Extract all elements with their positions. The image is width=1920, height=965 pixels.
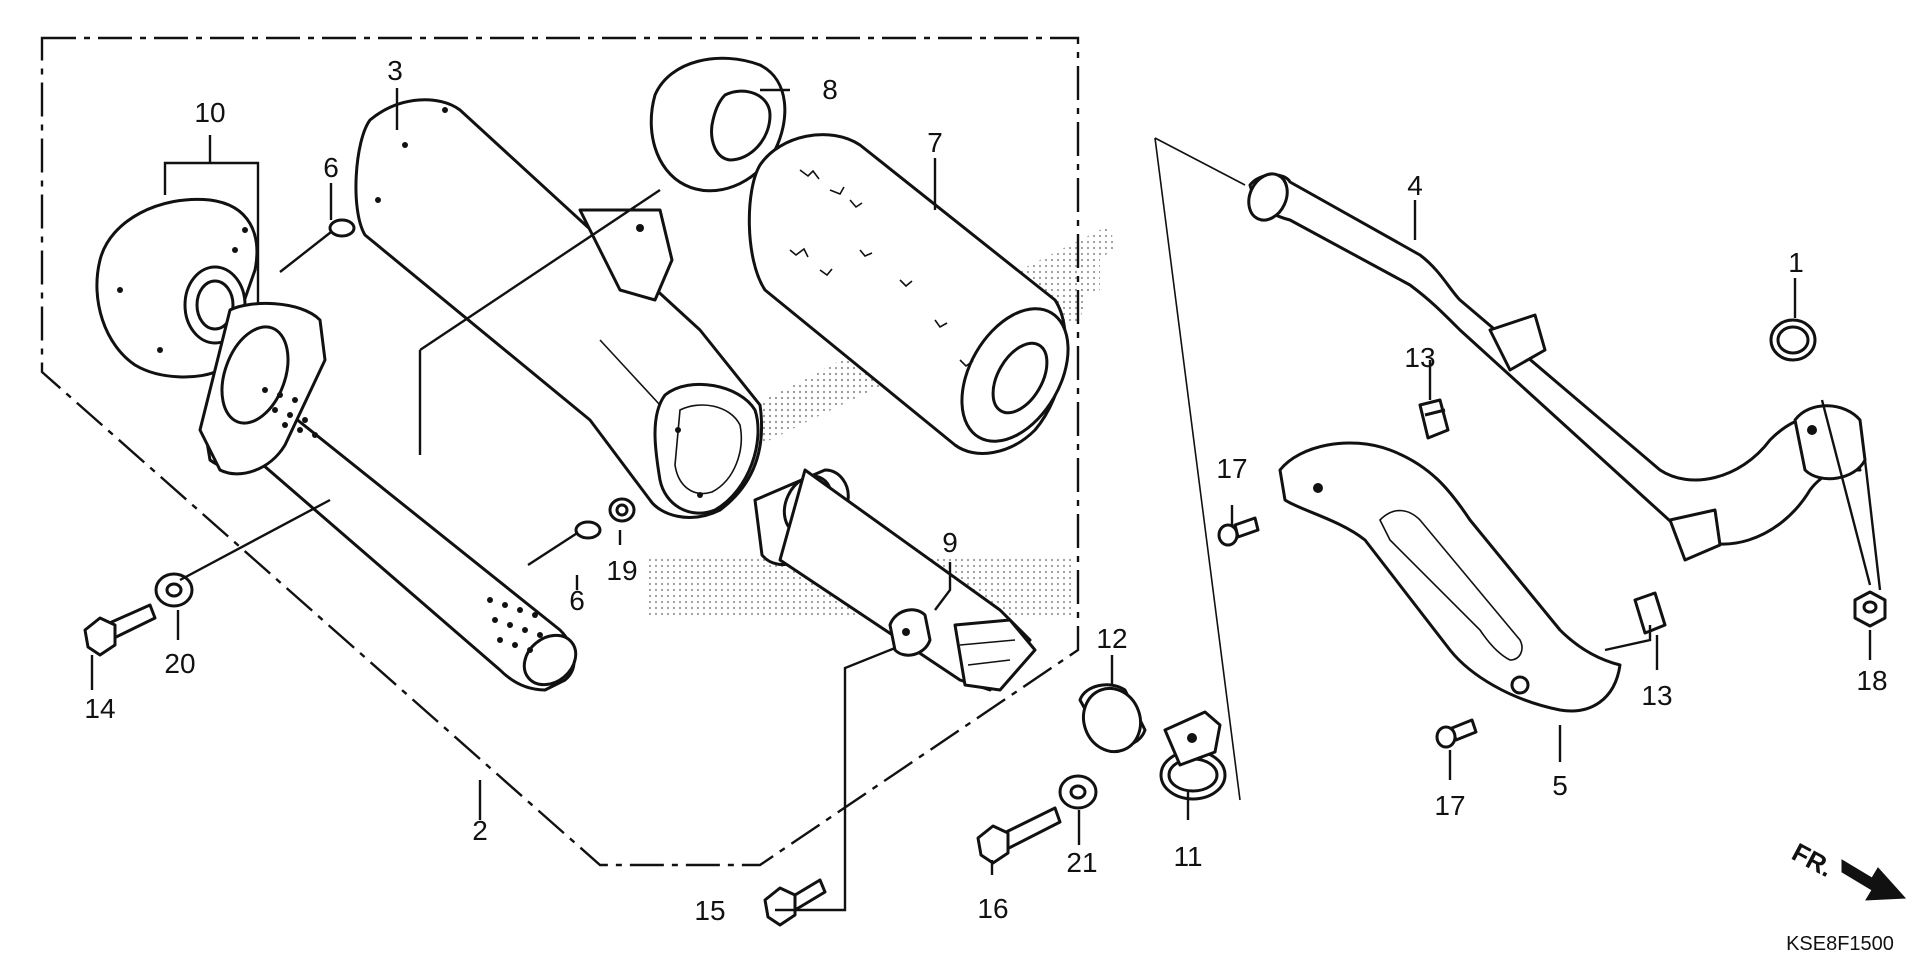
bolt-part-16 xyxy=(976,806,1062,865)
callout-16: 16 xyxy=(977,893,1008,924)
baffle-foam-part xyxy=(649,56,787,193)
gasket-part-1 xyxy=(1769,318,1817,362)
bolt-part-15 xyxy=(763,878,827,927)
callout-21: 21 xyxy=(1066,847,1097,878)
connecting-pipe-part xyxy=(753,468,1037,692)
callout-1: 1 xyxy=(1788,247,1804,278)
nut-part-18 xyxy=(1853,590,1887,628)
callout-9: 9 xyxy=(942,527,958,558)
clip-part-13-lower xyxy=(1633,591,1667,635)
gasket-part-12 xyxy=(1078,683,1147,754)
callout-13-lower: 13 xyxy=(1641,680,1672,711)
callout-18: 18 xyxy=(1856,665,1887,696)
callout-6-lower: 6 xyxy=(569,585,585,616)
screw-part-17-upper xyxy=(1217,516,1260,547)
band-clamp-part-11 xyxy=(1159,710,1227,801)
callout-3: 3 xyxy=(387,55,403,86)
perforated-inner-pipe xyxy=(198,302,578,692)
exhaust-pipe-part xyxy=(1247,172,1867,562)
callout-17-lower: 17 xyxy=(1434,790,1465,821)
packing-part xyxy=(747,133,1070,455)
washer-part-19 xyxy=(608,497,636,523)
heat-shield-part xyxy=(1278,441,1622,713)
callout-5: 5 xyxy=(1552,770,1568,801)
callout-labels: 1 2 3 4 5 6 6 7 8 9 10 11 12 13 13 14 15… xyxy=(84,55,1887,926)
clip-part-13-upper xyxy=(1418,398,1450,440)
rivet-lower xyxy=(527,520,602,567)
muffler-assembly-boundary xyxy=(40,36,1080,867)
front-arrow-icon xyxy=(1841,859,1907,901)
callout-11: 11 xyxy=(1173,841,1202,872)
washer-part-20 xyxy=(154,572,194,608)
leader-lines xyxy=(90,88,1882,912)
bolt-part-14 xyxy=(83,603,157,657)
callout-15: 15 xyxy=(694,895,725,926)
callout-20: 20 xyxy=(164,648,195,679)
callout-10: 10 xyxy=(194,97,225,128)
callout-13-upper: 13 xyxy=(1404,342,1435,373)
rivet-upper xyxy=(279,218,356,273)
washer-part-21 xyxy=(1058,774,1098,810)
callout-7: 7 xyxy=(927,127,943,158)
callout-12: 12 xyxy=(1096,623,1127,654)
callout-8: 8 xyxy=(822,74,838,105)
callout-4: 4 xyxy=(1407,170,1423,201)
muffler-body-part xyxy=(354,98,764,519)
diagram-code: KSE8F1500 xyxy=(1786,933,1894,955)
front-direction-indicator: FR. xyxy=(1787,837,1907,901)
front-label: FR. xyxy=(1787,837,1838,883)
screw-part-17-lower xyxy=(1435,718,1478,749)
callout-17-upper: 17 xyxy=(1216,453,1247,484)
callout-6-upper: 6 xyxy=(323,152,339,183)
callout-14: 14 xyxy=(84,693,115,724)
callout-2: 2 xyxy=(472,815,488,846)
callout-19: 19 xyxy=(606,555,637,586)
